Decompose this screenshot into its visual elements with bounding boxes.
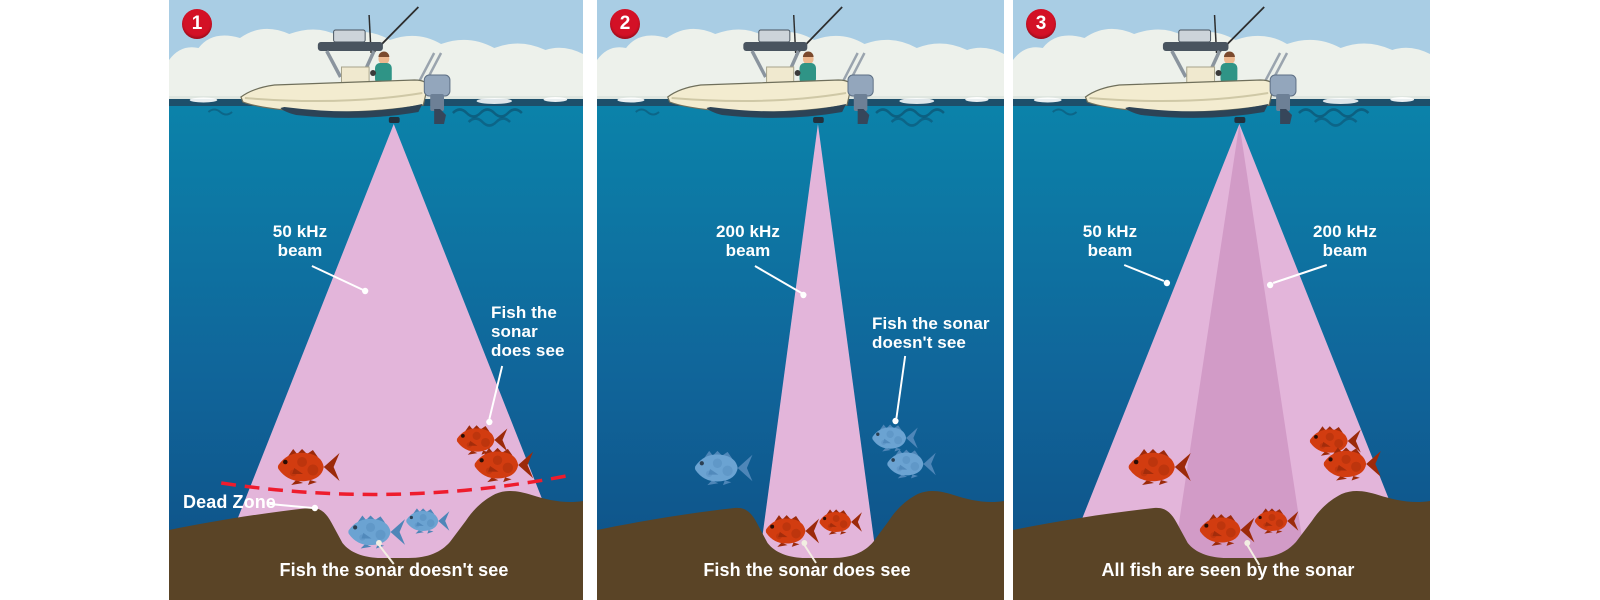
leader-lines — [269, 265, 504, 565]
panel-number-badge: 2 — [610, 9, 640, 39]
sonar-beam-200khz-inner — [1171, 124, 1307, 570]
leader-lines — [754, 265, 907, 564]
panel-caption: All fish are seen by the sonar — [1101, 560, 1355, 580]
panel-1-50khz: 1 50 kHz beam Fish the sonar does see De… — [169, 0, 583, 600]
annotation-dead-zone: Dead Zone — [183, 492, 276, 512]
sonar-beam-200khz — [757, 124, 879, 570]
panel-caption: Fish the sonar doesn't see — [279, 560, 509, 580]
panel-2-scene — [597, 0, 1004, 600]
beam-label-50khz: 50 kHz beam — [1082, 222, 1138, 261]
beam-label-50khz: 50 kHz beam — [272, 222, 328, 261]
annotation-fish-seen: Fish the sonar does see — [491, 303, 565, 361]
panel-3-scene — [1013, 0, 1430, 600]
panel-3-dual-beam: 3 50 kHz beam 200 kHz beam All fish are … — [1013, 0, 1430, 600]
beam-label-200khz: 200 kHz beam — [1312, 222, 1378, 261]
dead-zone-dashed-line — [220, 474, 567, 497]
panel-number-badge: 3 — [1026, 9, 1056, 39]
panel-caption: Fish the sonar does see — [703, 560, 911, 580]
leader-lines — [1123, 264, 1328, 566]
panel-2-200khz: 2 200 kHz beam Fish the sonar doesn't se… — [597, 0, 1004, 600]
beam-label-200khz: 200 kHz beam — [715, 222, 781, 261]
panel-1-scene — [169, 0, 583, 600]
panel-number-badge: 1 — [182, 9, 212, 39]
annotation-fish-not-seen: Fish the sonar doesn't see — [872, 314, 990, 353]
